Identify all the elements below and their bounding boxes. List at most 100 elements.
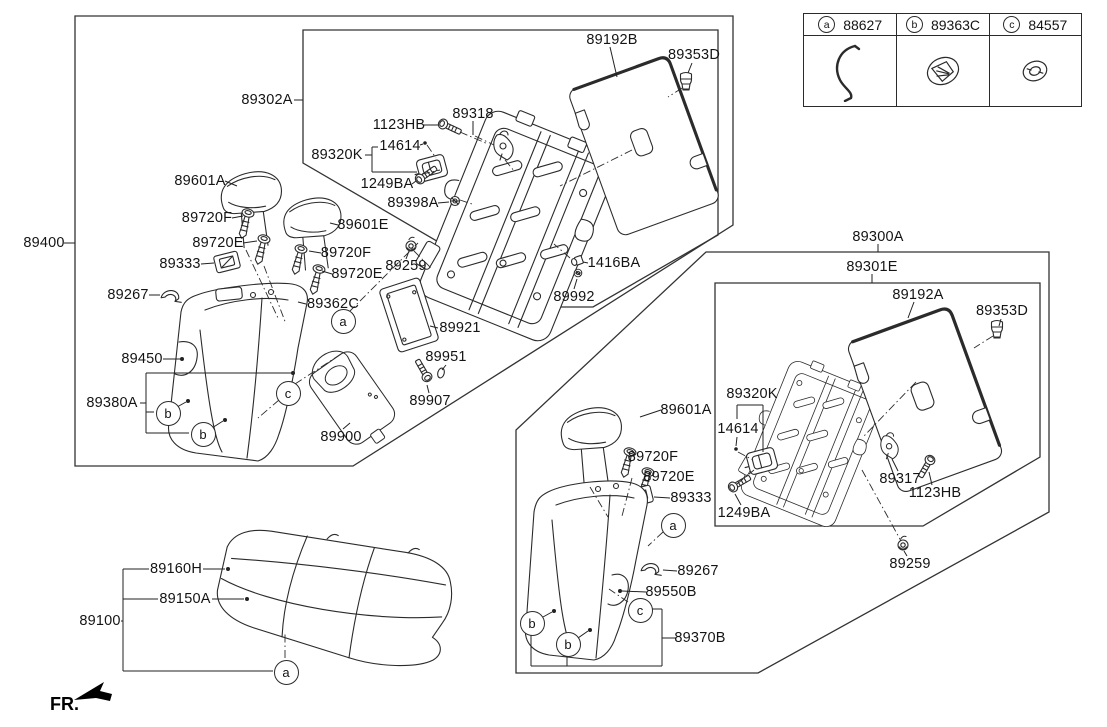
hook-89267-right xyxy=(639,561,662,580)
part-label-1123HB: 1123HB xyxy=(908,485,962,501)
clip-89353D-right xyxy=(990,319,1004,339)
assembly-marker-a: a xyxy=(330,308,356,334)
grommet-89259-left xyxy=(405,236,417,252)
part-label-89192A: 89192A xyxy=(892,287,944,303)
legend-part-number: 88627 xyxy=(843,16,883,33)
legend-part-number: 84557 xyxy=(1028,16,1068,33)
part-label-14614: 14614 xyxy=(717,421,759,437)
part-label-89333: 89333 xyxy=(670,490,712,506)
headrest-89601E xyxy=(280,194,349,274)
part-label-89267: 89267 xyxy=(677,563,719,579)
legend-body-c xyxy=(990,36,1081,106)
part-label-89720F: 89720F xyxy=(181,210,233,226)
legend-letter-c: c xyxy=(1003,16,1021,33)
legend-part-number: 89363C xyxy=(930,16,981,33)
part-label-89317: 89317 xyxy=(879,471,921,487)
part-label-89398A: 89398A xyxy=(387,195,439,211)
part-label-89601A: 89601A xyxy=(174,173,226,189)
cover-cap-icon xyxy=(926,56,960,86)
group-box-89400 xyxy=(74,15,734,467)
part-label-89259: 89259 xyxy=(889,556,931,572)
assembly-marker-a: a xyxy=(273,659,299,685)
part-label-89300A: 89300A xyxy=(852,229,904,245)
seat-back-cover-left xyxy=(167,282,308,462)
group-box-89301E xyxy=(714,282,1041,527)
assembly-marker-b: b xyxy=(519,610,545,636)
oring-89951 xyxy=(436,366,446,380)
part-label-89353D: 89353D xyxy=(976,303,1028,319)
legend-cell-a: a 88627 xyxy=(804,14,897,106)
screw-89720E-2 xyxy=(306,263,327,297)
part-label-89370B: 89370B xyxy=(674,630,726,646)
part-label-89720E: 89720E xyxy=(192,235,244,251)
part-label-89720E: 89720E xyxy=(643,469,695,485)
nut-89992 xyxy=(573,268,583,278)
part-label-89720E: 89720E xyxy=(331,266,383,282)
legend-table: a 88627 b 89363C c 84 xyxy=(803,13,1082,107)
part-label-89318: 89318 xyxy=(452,106,494,122)
grommet-icon xyxy=(1022,60,1048,82)
legend-head-b: b 89363C xyxy=(897,14,989,36)
assembly-marker-c: c xyxy=(627,597,653,623)
part-label-1249BA: 1249BA xyxy=(717,505,771,521)
part-label-1123HB: 1123HB xyxy=(372,117,426,133)
part-label-89900: 89900 xyxy=(320,429,362,445)
group-box-89300A xyxy=(515,251,1050,674)
assembly-axis-lines xyxy=(245,87,994,658)
leader-lines xyxy=(64,46,1002,672)
part-label-89921: 89921 xyxy=(439,320,481,336)
group-box-89302A xyxy=(302,29,719,308)
legend-body-a xyxy=(804,36,896,106)
part-label-89333: 89333 xyxy=(159,256,201,272)
part-label-89380A: 89380A xyxy=(86,395,138,411)
pin-14614-right xyxy=(734,447,738,451)
screw-89720E-1 xyxy=(251,233,272,267)
assembly-marker-b: b xyxy=(555,631,581,657)
legend-head-a: a 88627 xyxy=(804,14,897,36)
part-label-89192B: 89192B xyxy=(586,32,638,48)
part-label-89302A: 89302A xyxy=(241,92,293,108)
legend-cell-b: b 89363C xyxy=(896,14,989,106)
part-label-89100: 89100 xyxy=(79,613,121,629)
part-label-89601E: 89601E xyxy=(337,217,389,233)
part-label-1249BA: 1249BA xyxy=(360,176,414,192)
part-label-89301E: 89301E xyxy=(846,259,898,275)
part-label-89720F: 89720F xyxy=(627,449,679,465)
clip-89353D-left xyxy=(679,71,693,91)
part-label-89550B: 89550B xyxy=(645,584,697,600)
legend-letter-b: b xyxy=(905,16,923,33)
legend-head-c: c 84557 xyxy=(989,14,1081,36)
assembly-marker-a: a xyxy=(660,512,686,538)
part-label-89320K: 89320K xyxy=(311,147,363,163)
part-label-89353D: 89353D xyxy=(668,47,720,63)
part-label-89601A: 89601A xyxy=(660,402,712,418)
group-boxes xyxy=(74,15,1050,674)
part-label-89320K: 89320K xyxy=(726,386,778,402)
part-label-89267: 89267 xyxy=(107,287,149,303)
legend-body-b xyxy=(897,36,988,106)
part-label-89951: 89951 xyxy=(425,349,467,365)
part-label-89450: 89450 xyxy=(121,351,163,367)
fr-direction-arrow-icon xyxy=(74,682,112,701)
assembly-marker-b: b xyxy=(190,421,216,447)
leader-dots xyxy=(180,357,622,632)
wire-hook-icon xyxy=(836,44,861,102)
legend-cell-c: c 84557 xyxy=(988,14,1081,106)
part-label-89259: 89259 xyxy=(385,258,427,274)
hook-89267-left xyxy=(159,288,182,307)
fr-label: FR. xyxy=(50,694,79,714)
headrest-89601A-right xyxy=(557,403,630,488)
bezel-89333-left xyxy=(212,250,242,274)
part-label-89400: 89400 xyxy=(23,235,65,251)
part-label-89150A: 89150A xyxy=(159,591,211,607)
part-label-14614: 14614 xyxy=(379,138,421,154)
part-label-89720F: 89720F xyxy=(320,245,372,261)
assembly-marker-b: b xyxy=(155,400,181,426)
part-label-89907: 89907 xyxy=(409,393,451,409)
pin-14614-left xyxy=(423,141,427,145)
seat-cushion-89100 xyxy=(216,529,453,667)
part-label-89992: 89992 xyxy=(553,289,595,305)
seat-back-cover-right xyxy=(524,480,648,661)
